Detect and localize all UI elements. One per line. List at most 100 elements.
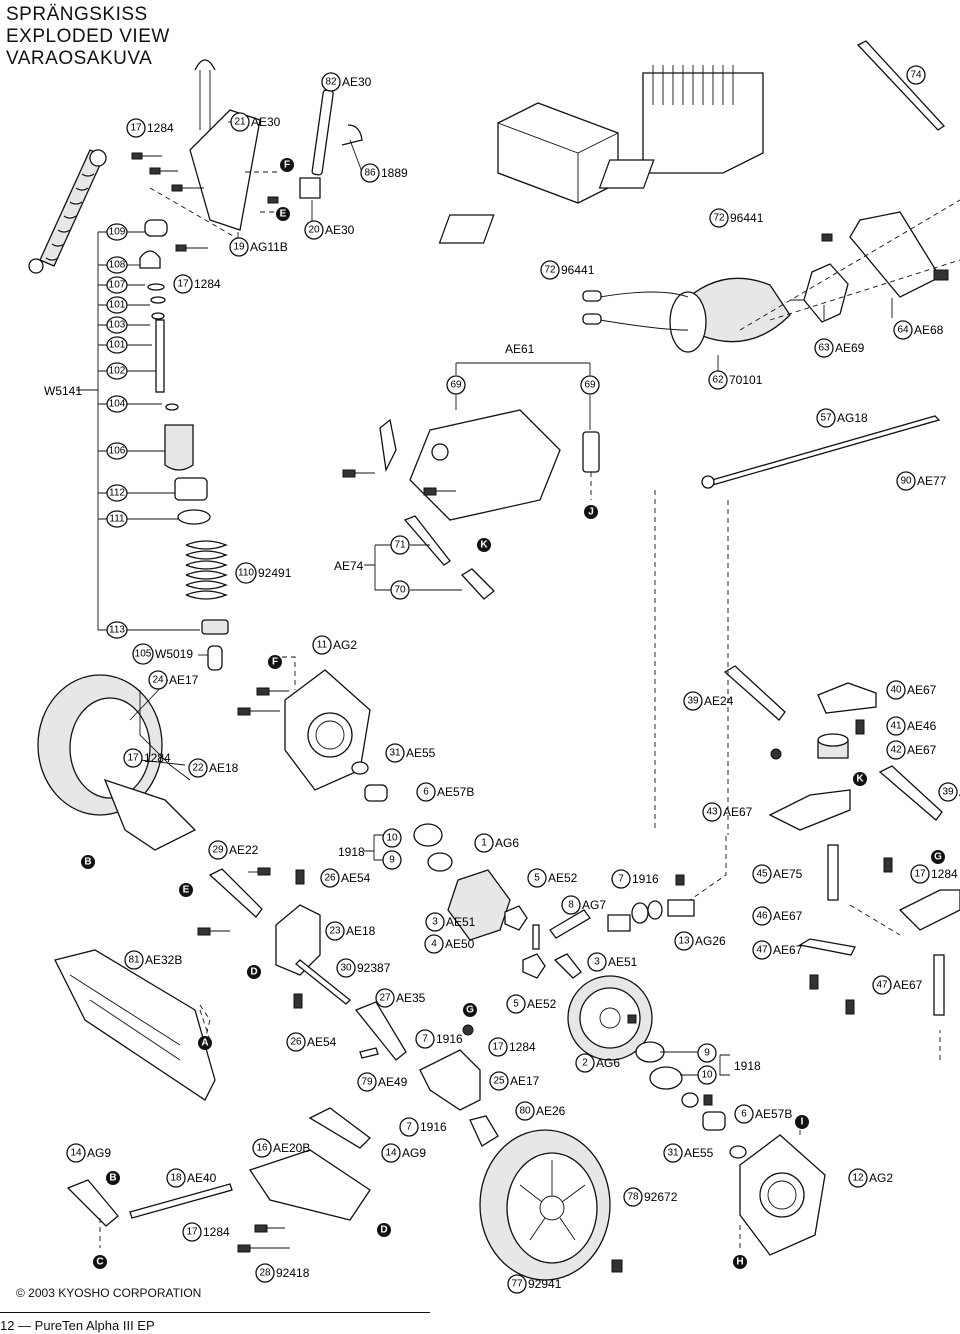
callout-part-code: 1916 (632, 872, 659, 886)
letter-marker-dot (81, 855, 95, 869)
svg-text:101: 101 (109, 300, 126, 311)
esc-unit (598, 65, 764, 189)
callout-number: 3 (594, 957, 600, 968)
callout-number-circle (507, 1274, 527, 1294)
callout-number-circle (381, 1143, 401, 1163)
front-wheel (479, 1129, 623, 1281)
callout-number: 26 (324, 873, 336, 884)
svg-text:70: 70 (394, 585, 406, 596)
letter-marker-dot (463, 1003, 477, 1017)
letter-marker-a: A (198, 1036, 212, 1050)
callout-part-code: AE57B (437, 785, 474, 799)
callout-part-code: AE17 (510, 1074, 540, 1088)
callout-number: 110 (238, 568, 254, 579)
callout-part-code: AE35 (396, 991, 426, 1005)
callout-number: 45 (756, 869, 768, 880)
callout-part-code: 1284 (203, 1225, 230, 1239)
callout-number: 79 (361, 1077, 373, 1088)
callout-number-circle (126, 118, 146, 138)
callout-part-code: AE67 (773, 943, 803, 957)
callout-part-code: AE50 (445, 937, 475, 951)
callout-number: 8 (568, 900, 574, 911)
callout-part-code: AG18 (837, 411, 868, 425)
callout-number-circle (252, 1138, 272, 1158)
svg-text:71: 71 (394, 540, 406, 551)
diff-side-code-a: 1918 (338, 845, 365, 859)
callout-number-circle (385, 743, 405, 763)
callout-number: 30 (340, 963, 352, 974)
callout-number-circle (229, 237, 249, 257)
callout-number-circle (702, 802, 722, 822)
callout-number-circle (674, 931, 694, 951)
callout-part-code: AE40 (187, 1171, 217, 1185)
callout-number: 31 (389, 748, 401, 759)
letter-marker-text: C (96, 1257, 103, 1268)
callout-number-circle (321, 72, 341, 92)
callout-part-code: AE52 (548, 871, 578, 885)
linkage-set-code: AE74 (334, 559, 364, 573)
svg-text:108: 108 (109, 260, 126, 271)
letter-marker-dot (931, 850, 945, 864)
svg-text:9: 9 (704, 1048, 710, 1059)
callout-number-circle (166, 1168, 186, 1188)
svg-text:106: 106 (109, 446, 126, 457)
callout-part-code: 96441 (730, 211, 764, 225)
callout-number-circle (906, 65, 926, 85)
callout-number-circle (910, 864, 930, 884)
callout-number-circle (124, 950, 144, 970)
letter-marker-text: G (934, 852, 942, 863)
letter-marker-text: E (183, 885, 190, 896)
callout-number-circle (415, 1029, 435, 1049)
callout-number: 47 (876, 980, 888, 991)
svg-text:9: 9 (389, 855, 395, 866)
callout-number: 90 (900, 476, 912, 487)
steering-right (654, 490, 960, 1060)
callout-number: 21 (234, 117, 246, 128)
callout-number: 74 (910, 70, 922, 81)
letter-marker-text: F (284, 160, 290, 171)
letter-marker-dot (93, 1255, 107, 1269)
callout-number: 26 (290, 1037, 302, 1048)
callout-part-code: 70101 (729, 373, 763, 387)
callout-number-circle (752, 906, 772, 926)
letter-marker-e: E (179, 883, 193, 897)
callout-part-code: AG2 (333, 638, 357, 652)
callout-number: 39 (942, 787, 954, 798)
item-101-a: 101 (106, 296, 128, 314)
callout-part-code: AE55 (684, 1146, 714, 1160)
callout-number: 86 (364, 168, 376, 179)
letter-marker-dot (198, 1036, 212, 1050)
callout-number-circle (336, 958, 356, 978)
callout-number-circle (752, 940, 772, 960)
callout-number-circle (208, 840, 228, 860)
callout-part-code: AE67 (893, 978, 923, 992)
callout-part-code: AE51 (446, 915, 476, 929)
callout-39-a: 39A (938, 782, 960, 802)
callout-number: 14 (385, 1148, 397, 1159)
callout-part-code: AE20B (273, 1141, 310, 1155)
callout-number-circle (886, 680, 906, 700)
motor-leaders (717, 298, 893, 418)
antenna-tie (856, 40, 945, 131)
callout-number-circle (235, 562, 257, 584)
callout-part-code: AE18 (209, 761, 239, 775)
callout-number: 2 (582, 1058, 588, 1069)
callout-number: 80 (519, 1106, 531, 1117)
spur-gear (567, 975, 653, 1061)
item-71: 71 (390, 535, 410, 555)
